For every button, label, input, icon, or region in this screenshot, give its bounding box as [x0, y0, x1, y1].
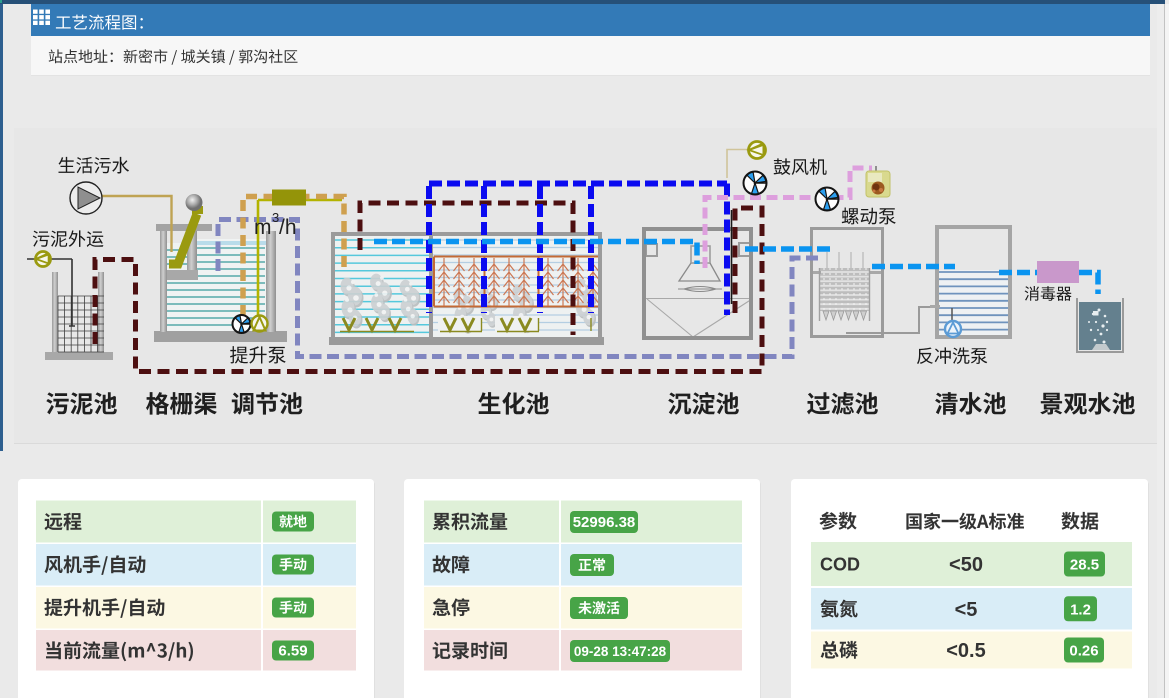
svg-text:3: 3: [272, 210, 279, 225]
svg-text:52996.38: 52996.38: [573, 514, 636, 531]
svg-text:1.2: 1.2: [1070, 601, 1091, 618]
svg-text:6.59: 6.59: [278, 643, 307, 660]
svg-text:m: m: [254, 216, 272, 239]
svg-text:28.5: 28.5: [1070, 557, 1099, 574]
svg-text:/h: /h: [279, 216, 297, 239]
svg-text:COD: COD: [820, 555, 860, 575]
svg-text:<0.5: <0.5: [946, 640, 985, 662]
svg-text:0.26: 0.26: [1069, 643, 1098, 660]
svg-text:<50: <50: [949, 554, 983, 576]
svg-text:<5: <5: [955, 599, 978, 621]
svg-text:09-28 13:47:28: 09-28 13:47:28: [574, 644, 667, 659]
